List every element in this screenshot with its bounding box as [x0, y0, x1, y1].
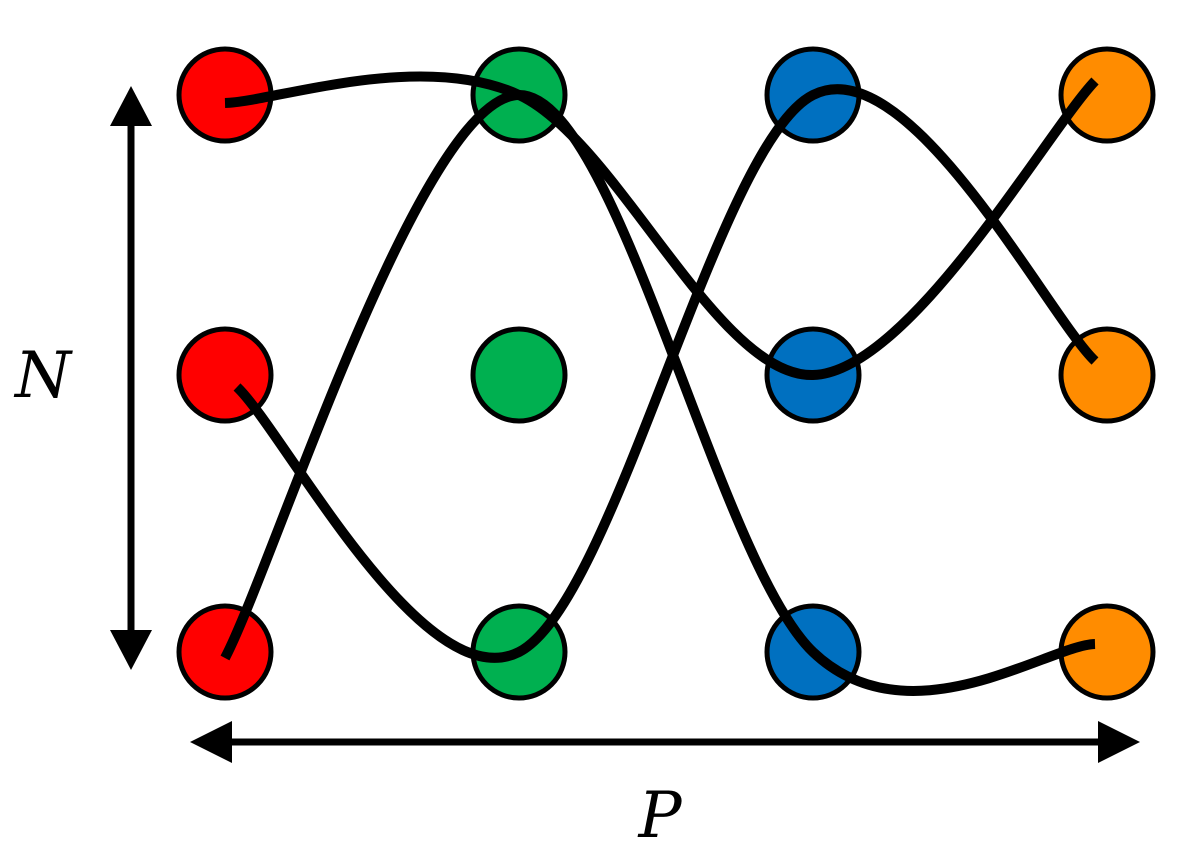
path-layer — [220, 71, 1099, 696]
node-col2-row2 — [470, 326, 568, 424]
node-col4-row1 — [1058, 46, 1156, 144]
arrow-head-right — [1098, 721, 1140, 763]
horizontal-arrow — [190, 721, 1140, 763]
arrow-head-up — [110, 86, 152, 126]
arrow-head-down — [110, 630, 152, 670]
arrow-head-left — [190, 721, 232, 763]
path-b — [233, 84, 1099, 663]
path-c — [220, 89, 1096, 696]
axis-label-n: N — [13, 339, 73, 413]
path-a — [224, 71, 1099, 381]
vertical-arrow — [110, 86, 152, 670]
axis-label-p: P — [637, 779, 682, 847]
